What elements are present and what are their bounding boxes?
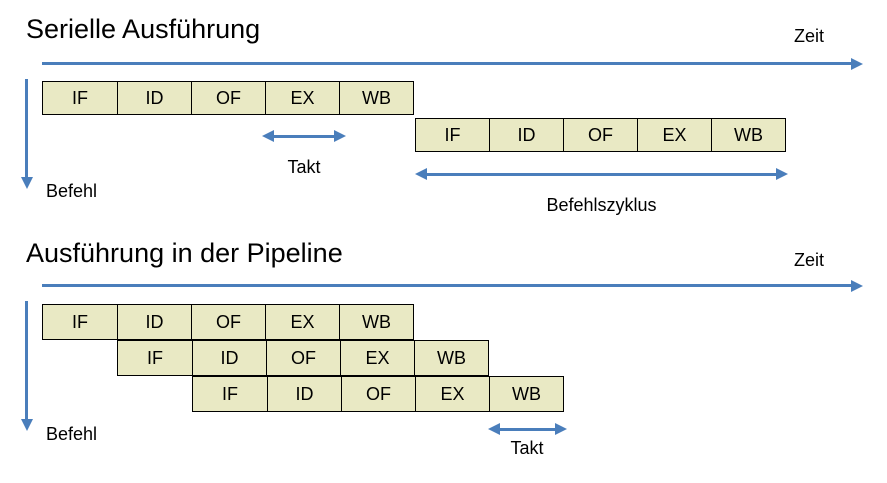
befehlszyklus-arrow-line bbox=[423, 172, 780, 176]
stage-cell[interactable]: EX bbox=[415, 376, 490, 412]
instruction-axis-arrowhead-serial bbox=[20, 177, 33, 189]
time-axis-label-pipeline: Zeit bbox=[794, 250, 825, 270]
stage-row: IF ID OF EX WB bbox=[415, 118, 786, 152]
instruction-axis-arrowhead-pipeline bbox=[20, 419, 33, 431]
takt-arrow-line-serial bbox=[270, 134, 338, 138]
stage-cell[interactable]: IF bbox=[192, 376, 268, 412]
takt-arrowhead-right-pipeline bbox=[555, 423, 567, 435]
stage-cell[interactable]: OF bbox=[341, 376, 416, 412]
stage-cell[interactable]: WB bbox=[414, 340, 489, 376]
stage-cell[interactable]: ID bbox=[267, 376, 342, 412]
stage-row: IF ID OF EX WB bbox=[192, 376, 564, 412]
section-title-pipeline: Ausführung in der Pipeline bbox=[26, 238, 343, 268]
stage-row: IF ID OF EX WB bbox=[42, 304, 414, 340]
stage-row: IF ID OF EX WB bbox=[117, 340, 489, 376]
stage-cell[interactable]: WB bbox=[339, 81, 414, 115]
instruction-axis-label-serial: Befehl bbox=[46, 181, 98, 201]
stage-cell[interactable]: ID bbox=[489, 118, 564, 152]
instruction-axis-label-pipeline: Befehl bbox=[46, 424, 98, 444]
time-axis-label-serial: Zeit bbox=[794, 26, 825, 46]
takt-arrowhead-left-serial bbox=[262, 130, 274, 142]
stage-cell[interactable]: EX bbox=[340, 340, 415, 376]
instruction-axis-line-pipeline bbox=[25, 301, 28, 421]
takt-label-serial: Takt bbox=[287, 157, 321, 177]
stage-cell[interactable]: ID bbox=[192, 340, 267, 376]
stage-cell[interactable]: IF bbox=[117, 340, 193, 376]
stage-cell[interactable]: OF bbox=[266, 340, 341, 376]
stage-cell[interactable]: ID bbox=[117, 304, 192, 340]
stage-cell[interactable]: WB bbox=[711, 118, 786, 152]
stage-cell[interactable]: EX bbox=[265, 81, 340, 115]
stage-cell[interactable]: OF bbox=[191, 81, 266, 115]
time-axis-line-pipeline bbox=[42, 284, 854, 287]
stage-row: IF ID OF EX WB bbox=[42, 81, 414, 115]
stage-cell[interactable]: WB bbox=[489, 376, 564, 412]
stage-cell[interactable]: IF bbox=[42, 304, 118, 340]
stage-cell[interactable]: IF bbox=[42, 81, 118, 115]
takt-arrowhead-left-pipeline bbox=[488, 423, 500, 435]
befehlszyklus-arrowhead-right bbox=[776, 168, 788, 180]
takt-label-pipeline: Takt bbox=[510, 438, 544, 458]
takt-arrowhead-right-serial bbox=[334, 130, 346, 142]
takt-arrow-line-pipeline bbox=[496, 427, 559, 431]
stage-cell[interactable]: OF bbox=[191, 304, 266, 340]
stage-cell[interactable]: IF bbox=[415, 118, 490, 152]
stage-cell[interactable]: EX bbox=[637, 118, 712, 152]
time-axis-arrowhead-serial bbox=[851, 57, 863, 70]
stage-cell[interactable]: ID bbox=[117, 81, 192, 115]
section-title-serial: Serielle Ausführung bbox=[26, 14, 261, 44]
befehlszyklus-label: Befehlszyklus bbox=[546, 195, 657, 215]
befehlszyklus-arrowhead-left bbox=[415, 168, 427, 180]
instruction-axis-line-serial bbox=[25, 79, 28, 179]
stage-cell[interactable]: OF bbox=[563, 118, 638, 152]
time-axis-arrowhead-pipeline bbox=[851, 279, 863, 292]
time-axis-line-serial bbox=[42, 62, 854, 65]
stage-cell[interactable]: EX bbox=[265, 304, 340, 340]
stage-cell[interactable]: WB bbox=[339, 304, 414, 340]
